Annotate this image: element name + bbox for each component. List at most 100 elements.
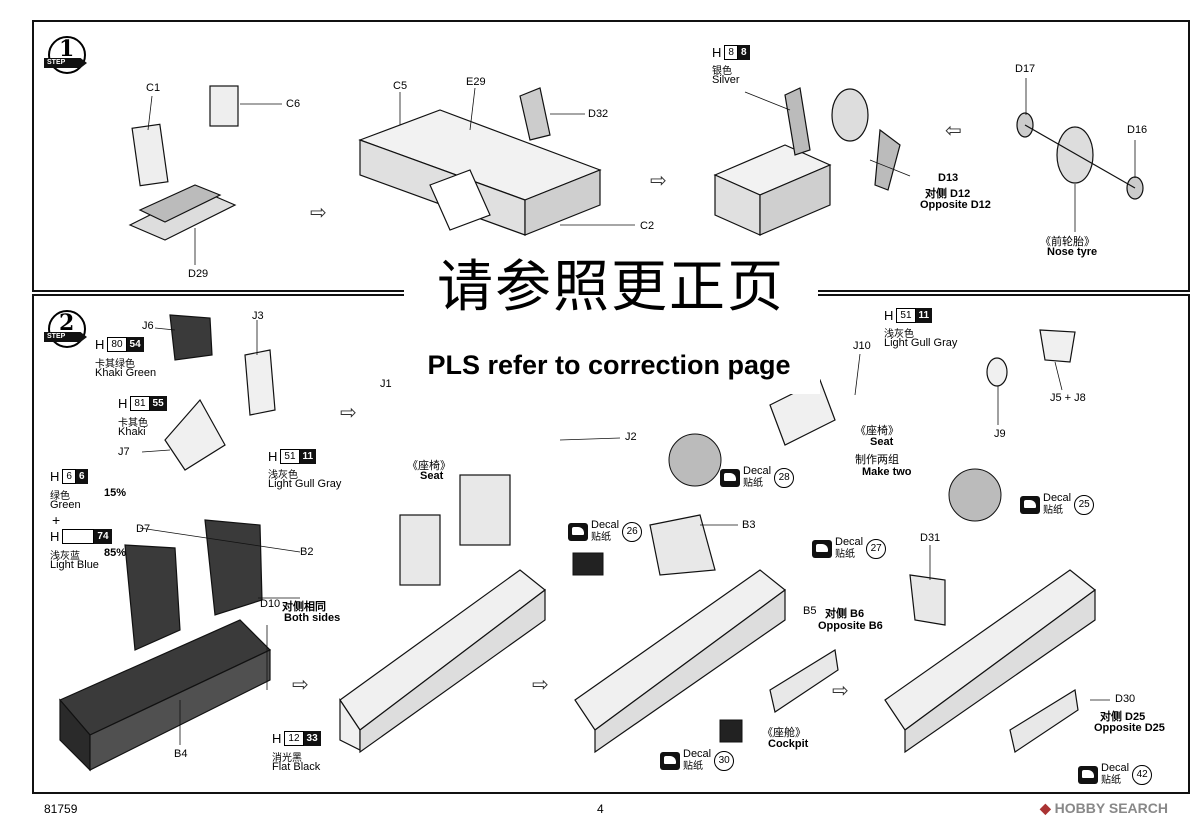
paint-lgg-left-cn: 浅灰色 <box>268 470 298 481</box>
paint-khaki: H 81 55 <box>118 396 167 411</box>
paint-light-blue: H 74 <box>50 529 112 544</box>
next-arrow-icon: ⇨ <box>310 202 327 224</box>
decal-icon <box>812 539 832 558</box>
step2-number: 2 <box>59 310 75 336</box>
decal-icon <box>1078 765 1098 784</box>
part-j5-j8: J5 + J8 <box>1050 392 1086 404</box>
paint-light-blue-en: Light Blue <box>50 559 99 571</box>
part-d10: D10 <box>260 598 281 610</box>
part-d12-en: Opposite D12 <box>920 199 991 211</box>
paint-flat-black: H 12 33 <box>272 731 321 746</box>
make-two-en: Make two <box>862 466 912 478</box>
paint-flat-black-cn: 消光黑 <box>272 753 302 764</box>
paint-plus: + <box>52 512 61 528</box>
paint-silver-cn: 银色 <box>712 66 732 77</box>
part-d32: D32 <box>588 108 609 120</box>
part-d12-cn: 对侧 D12 <box>925 188 971 200</box>
part-b3: B3 <box>742 519 756 531</box>
nose-tyre-en: Nose tyre <box>1047 246 1098 258</box>
step1-label: STEP <box>44 58 87 68</box>
part-j7: J7 <box>118 446 130 458</box>
seat-en: Seat <box>420 470 444 482</box>
next-arrow-icon: ⇨ <box>650 170 667 192</box>
step2-badge: 2 STEP <box>44 310 87 348</box>
paint-lgg-left-en: Light Gull Gray <box>268 478 342 490</box>
part-j1: J1 <box>380 378 392 390</box>
part-c5: C5 <box>393 80 408 92</box>
d10-both-cn: 对侧相同 <box>282 601 326 613</box>
step1-number: 1 <box>59 36 75 62</box>
paint-flat-black-en: Flat Black <box>272 761 321 773</box>
d25-cn: 对侧 D25 <box>1100 711 1146 723</box>
paint-green-cn: 绿色 <box>50 491 70 502</box>
part-d31: D31 <box>920 532 941 544</box>
seat-cn: 《座椅》 <box>407 460 451 472</box>
part-b2: B2 <box>300 546 314 558</box>
kit-number: 81759 <box>44 802 78 816</box>
paint-green: H 6 6 <box>50 469 88 484</box>
paint-khaki-cn: 卡其色 <box>118 418 148 429</box>
part-d30: D30 <box>1115 693 1136 705</box>
next-arrow-icon: ⇨ <box>292 674 309 696</box>
part-j6: J6 <box>142 320 154 332</box>
watermark: ◆ HOBBY SEARCH <box>1040 800 1168 816</box>
paint-light-blue-pct: 85% <box>104 547 127 559</box>
paint-khaki-green-cn: 卡其绿色 <box>95 359 135 370</box>
part-b4: B4 <box>174 748 188 760</box>
part-d29: D29 <box>188 268 209 280</box>
paint-green-pct: 15% <box>104 487 127 499</box>
step1-badge: 1 STEP <box>44 36 87 74</box>
part-d17: D17 <box>1015 63 1036 75</box>
part-c2: C2 <box>640 220 655 232</box>
paint-lgg-right-en: Light Gull Gray <box>884 337 958 349</box>
paint-light-gull-gray-right: H 51 11 <box>884 308 933 323</box>
nose-tyre-cn: 《前轮胎》 <box>1040 236 1095 248</box>
b6-en: Opposite B6 <box>818 620 883 632</box>
b6-cn: 对侧 B6 <box>825 608 865 620</box>
paint-silver: H 8 8 <box>712 45 750 60</box>
decal-icon <box>660 751 680 770</box>
back-arrow-icon: ⇦ <box>945 120 962 142</box>
part-j9: J9 <box>994 428 1006 440</box>
paint-lgg-right-cn: 浅灰色 <box>884 329 914 340</box>
next-arrow-icon: ⇨ <box>532 674 549 696</box>
paint-light-gull-gray-left: H 51 11 <box>268 449 317 464</box>
page-number: 4 <box>597 802 604 816</box>
paint-khaki-en: Khaki <box>118 426 146 438</box>
part-d7: D7 <box>136 523 151 535</box>
correction-notice-cn: 请参照更正页 <box>404 244 818 332</box>
part-c6: C6 <box>286 98 301 110</box>
part-j2: J2 <box>625 431 637 443</box>
part-j10: J10 <box>853 340 871 352</box>
part-b5: B5 <box>803 605 817 617</box>
cockpit-cn: 《座舱》 <box>762 727 806 739</box>
paint-khaki-green-en: Khaki Green <box>95 367 157 379</box>
d25-en: Opposite D25 <box>1094 722 1165 734</box>
make-two-cn: 制作两组 <box>855 454 899 466</box>
watermark-logo-icon: ◆ <box>1040 800 1051 816</box>
decal-icon <box>1020 495 1040 514</box>
seat2-cn: 《座椅》 <box>855 425 899 437</box>
part-d13: D13 <box>938 172 959 184</box>
step2-label: STEP <box>44 332 87 342</box>
d10-both-en: Both sides <box>284 612 341 624</box>
part-e29: E29 <box>466 76 486 88</box>
seat2-en: Seat <box>870 436 894 448</box>
part-d16: D16 <box>1127 124 1148 136</box>
paint-silver-en: Silver <box>712 74 740 86</box>
decal-icon <box>568 522 588 541</box>
paint-green-en: Green <box>50 499 81 511</box>
cockpit-en: Cockpit <box>768 738 809 750</box>
correction-notice-en: PLS refer to correction page <box>398 336 820 394</box>
part-j3: J3 <box>252 310 264 322</box>
part-c1: C1 <box>146 82 161 94</box>
paint-light-blue-cn: 浅灰蓝 <box>50 551 80 562</box>
decal-icon <box>720 468 740 487</box>
